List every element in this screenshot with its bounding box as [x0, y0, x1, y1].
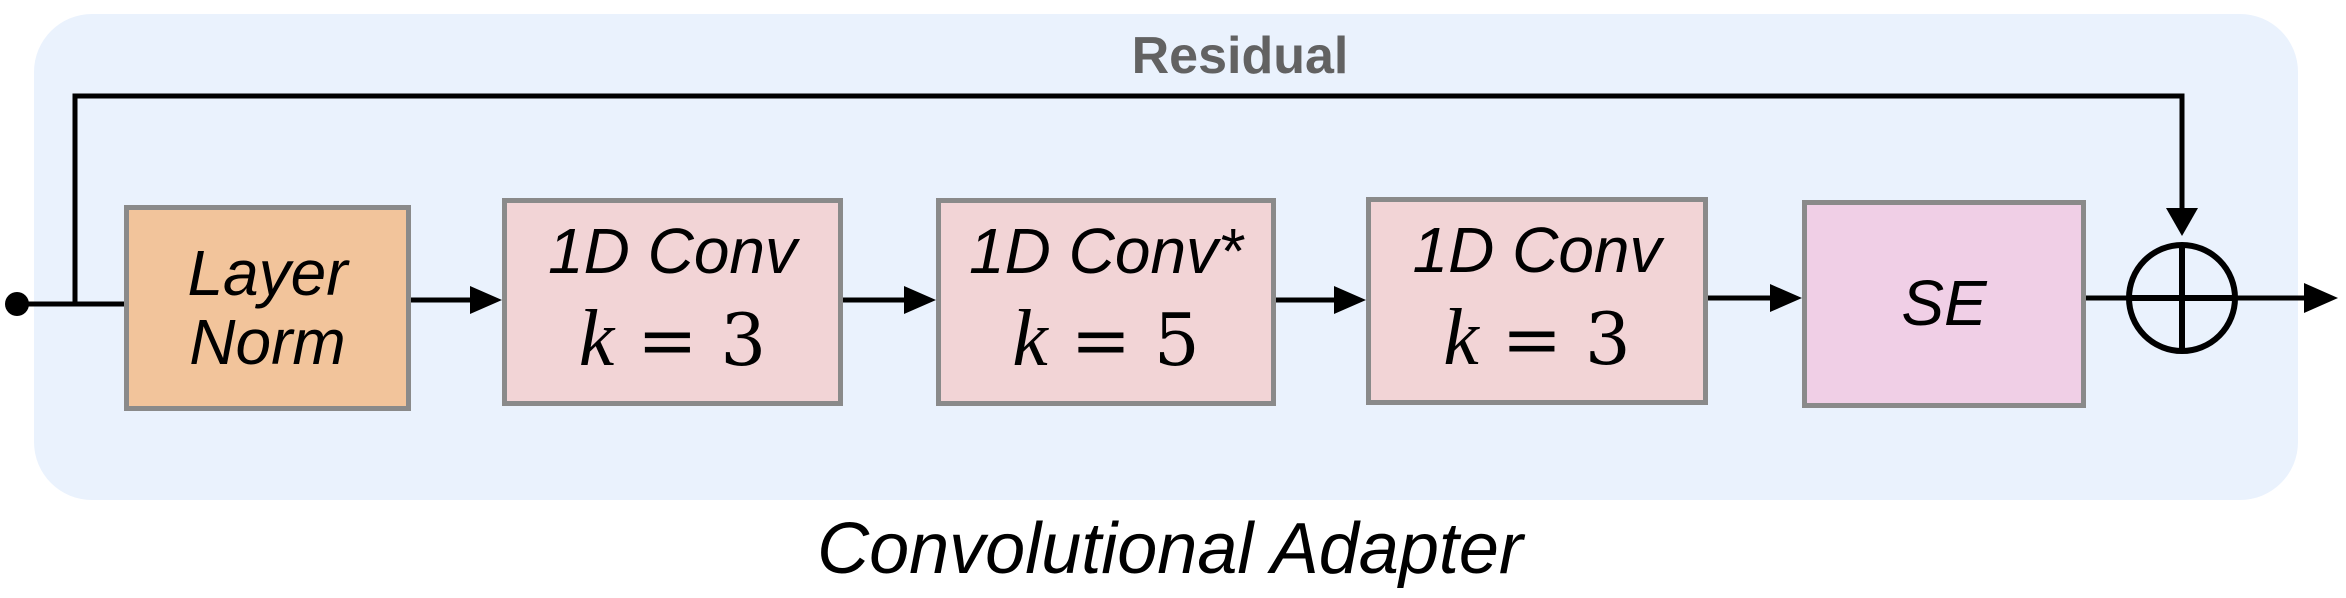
- residual-label: Residual: [1131, 27, 1349, 85]
- layer-norm-block: Layer Norm: [124, 205, 411, 411]
- layer-norm-line2: Norm: [189, 306, 346, 378]
- conv3-kernel: k = 3: [1443, 290, 1630, 386]
- conv2-kernel-eq: = 5: [1070, 297, 1200, 382]
- conv1-title: 1D Conv: [548, 215, 797, 288]
- conv3-title: 1D Conv: [1412, 214, 1662, 287]
- conv1-kernel-var: k: [578, 294, 615, 383]
- conv1-block: 1D Conv k = 3: [502, 198, 843, 406]
- se-label: SE: [1901, 267, 1987, 340]
- sum-node-icon: [2126, 242, 2238, 354]
- arrowhead-ln-conv1: [470, 286, 502, 314]
- arrowhead-conv1-conv2: [904, 286, 936, 314]
- conv3-block: 1D Conv k = 3: [1366, 197, 1708, 405]
- output-arrowhead: [2304, 283, 2338, 313]
- se-block: SE: [1802, 200, 2086, 408]
- arrowhead-conv3-se: [1770, 284, 1802, 312]
- conv3-kernel-eq: = 3: [1501, 296, 1631, 381]
- conv1-kernel-eq: = 3: [637, 297, 767, 382]
- residual-path: [72, 93, 2185, 304]
- arrowhead-conv2-conv3: [1334, 286, 1366, 314]
- conv2-title: 1D Conv*: [969, 215, 1243, 288]
- residual-arrowhead: [2166, 208, 2198, 236]
- conv2-kernel-var: k: [1012, 294, 1048, 383]
- diagram-caption: Convolutional Adapter: [817, 509, 1523, 589]
- conv1-kernel: k = 3: [579, 291, 766, 387]
- layer-norm-line1: Layer: [187, 236, 348, 309]
- conv3-kernel-var: k: [1443, 293, 1479, 382]
- conv2-kernel: k = 5: [1012, 291, 1199, 387]
- conv2-block: 1D Conv* k = 5: [936, 198, 1276, 406]
